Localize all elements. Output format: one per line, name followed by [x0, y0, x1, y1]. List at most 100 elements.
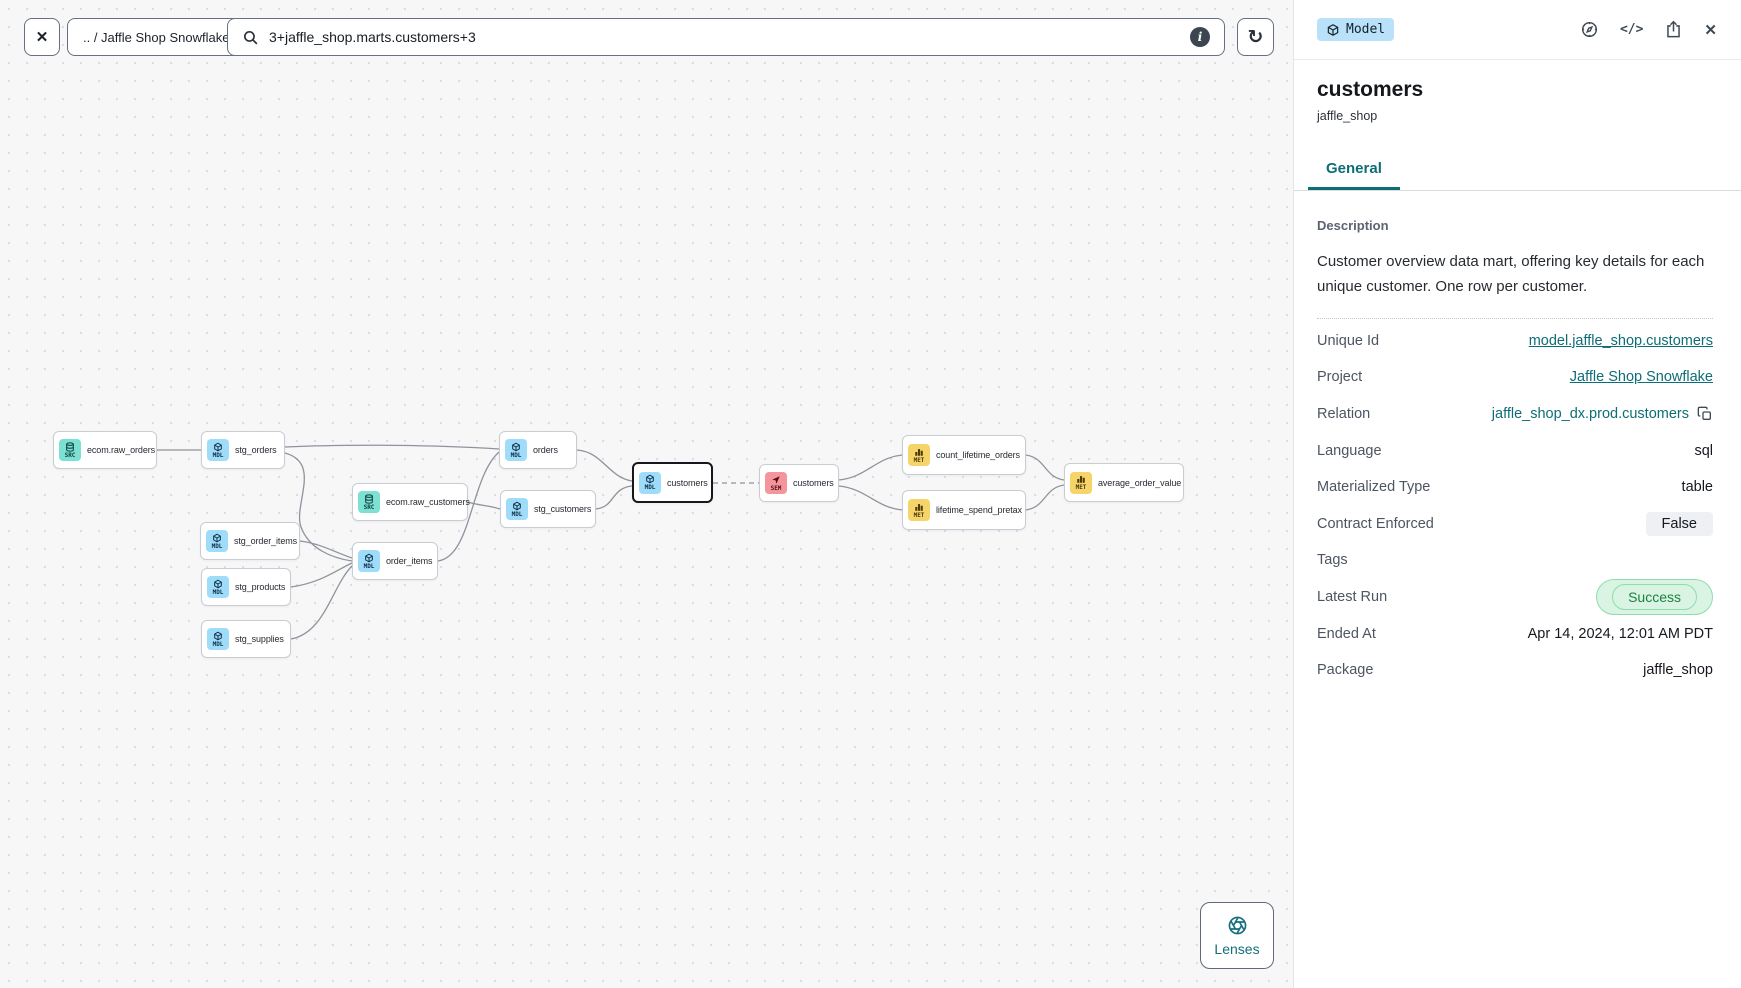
cube-icon: MDL: [207, 576, 229, 598]
detail-row: Package jaffle_shop: [1317, 652, 1713, 689]
node-label: average_order_value: [1098, 477, 1182, 488]
row-label: Contract Enforced: [1317, 515, 1434, 532]
row-value-link[interactable]: model.jaffle_shop.customers: [1528, 332, 1713, 349]
row-label: Language: [1317, 442, 1382, 459]
tabs-divider: [1294, 190, 1741, 191]
node-label: stg_orders: [235, 445, 277, 455]
refresh-icon: ↻: [1247, 25, 1264, 48]
copy-icon[interactable]: [1697, 406, 1713, 422]
lineage-edge: [1025, 484, 1065, 511]
row-label: Unique Id: [1317, 332, 1380, 349]
node-label: customers: [793, 478, 834, 488]
status-badge: Success: [1612, 583, 1697, 610]
cube-icon: MDL: [206, 530, 228, 552]
graph-node-ecom-raw-orders[interactable]: SRC ecom.raw_orders: [53, 431, 157, 469]
node-label: stg_customers: [534, 504, 592, 514]
row-label: Materialized Type: [1317, 479, 1431, 496]
description-text: Customer overview data mart, offering ke…: [1317, 250, 1713, 319]
close-icon[interactable]: ✕: [1704, 21, 1717, 39]
explore-compass-icon[interactable]: [1580, 20, 1599, 39]
row-label: Ended At: [1317, 625, 1376, 642]
lineage-edge: [299, 540, 353, 559]
row-value: sql: [1694, 442, 1713, 459]
node-label: customers: [667, 477, 708, 488]
code-icon[interactable]: </>: [1619, 22, 1644, 37]
value-pill: False: [1653, 513, 1705, 534]
row-value: jaffle_shop: [1643, 662, 1713, 679]
bar-chart-icon: MET: [1070, 471, 1092, 494]
lineage-edge: [284, 452, 353, 562]
cube-icon: MDL: [505, 439, 527, 461]
graph-node-stg-orders[interactable]: MDL stg_orders: [201, 431, 285, 469]
row-value-link[interactable]: Jaffle Shop Snowflake: [1569, 369, 1713, 386]
lineage-edge: [576, 449, 633, 482]
model-type-badge[interactable]: Model: [1317, 18, 1395, 41]
share-icon[interactable]: [1664, 20, 1683, 39]
lineage-edge: [467, 501, 501, 510]
panel-header: Model </> ✕: [1294, 0, 1741, 60]
row-value: jaffle_shop_dx.prod.customers: [1492, 406, 1713, 422]
row-value: Jaffle Shop Snowflake: [1570, 369, 1713, 385]
node-label: stg_products: [235, 582, 286, 592]
details-panel: Model </> ✕ customers jaffle_shop Gene: [1293, 0, 1741, 988]
lenses-label: Lenses: [1214, 940, 1260, 957]
send-icon: SEM: [765, 472, 787, 494]
detail-row: Tags: [1317, 542, 1713, 579]
cube-icon: MDL: [207, 628, 229, 650]
cube-icon: MDL: [506, 498, 528, 520]
row-value: Apr 14, 2024, 12:01 AM PDT: [1527, 625, 1713, 642]
lineage-edge: [437, 451, 500, 562]
info-icon[interactable]: i: [1190, 27, 1210, 47]
row-label: Package: [1317, 662, 1374, 679]
tab-bar: General: [1308, 160, 1713, 190]
refresh-button[interactable]: ↻: [1237, 18, 1274, 56]
database-icon: SRC: [59, 439, 81, 461]
graph-node-stg-products[interactable]: MDL stg_products: [201, 568, 291, 606]
search-icon: [243, 30, 258, 44]
lineage-edge: [838, 485, 903, 511]
detail-row: Language sql: [1317, 432, 1713, 469]
graph-node-customers-sem[interactable]: SEM customers: [759, 464, 839, 502]
page-title: customers: [1317, 78, 1424, 101]
graph-node-stg-customers[interactable]: MDL stg_customers: [500, 490, 596, 528]
cube-icon: [1327, 23, 1339, 36]
graph-node-customers[interactable]: MDL customers: [632, 462, 713, 503]
node-label: ecom.raw_orders: [87, 445, 156, 455]
node-label: order_items: [386, 556, 433, 566]
detail-row: Materialized Type table: [1317, 469, 1713, 506]
row-value: Success: [1596, 578, 1713, 615]
graph-node-stg-order-items[interactable]: MDL stg_order_items: [200, 522, 300, 560]
node-label: ecom.raw_customers: [386, 497, 470, 507]
model-badge-label: Model: [1346, 22, 1386, 37]
tab-general[interactable]: General: [1308, 160, 1400, 190]
node-label: lifetime_spend_pretax: [936, 505, 1022, 515]
cube-icon: MDL: [207, 439, 229, 461]
node-label: orders: [533, 445, 558, 455]
row-label: Relation: [1317, 405, 1371, 422]
page-subtitle: jaffle_shop: [1317, 109, 1378, 123]
lineage-close-button[interactable]: ✕: [24, 18, 60, 56]
node-label: stg_order_items: [234, 536, 298, 546]
node-label: count_lifetime_orders: [936, 450, 1020, 460]
lenses-button[interactable]: Lenses: [1200, 902, 1274, 969]
detail-row: Unique Id model.jaffle_shop.customers: [1317, 323, 1713, 360]
search-input[interactable]: [269, 29, 1180, 45]
lineage-search-bar: i: [227, 18, 1225, 56]
row-value: table: [1681, 479, 1713, 496]
description-label: Description: [1317, 218, 1389, 233]
cube-icon: MDL: [639, 471, 661, 494]
graph-node-average-order-value[interactable]: MET average_order_value: [1064, 463, 1184, 502]
graph-node-orders[interactable]: MDL orders: [499, 431, 577, 469]
detail-row: Relation jaffle_shop_dx.prod.customers: [1317, 396, 1713, 433]
breadcrumb[interactable]: .. / Jaffle Shop Snowflake: [67, 18, 246, 56]
row-label: Tags: [1317, 552, 1348, 569]
row-value-link[interactable]: jaffle_shop_dx.prod.customers: [1491, 405, 1689, 422]
